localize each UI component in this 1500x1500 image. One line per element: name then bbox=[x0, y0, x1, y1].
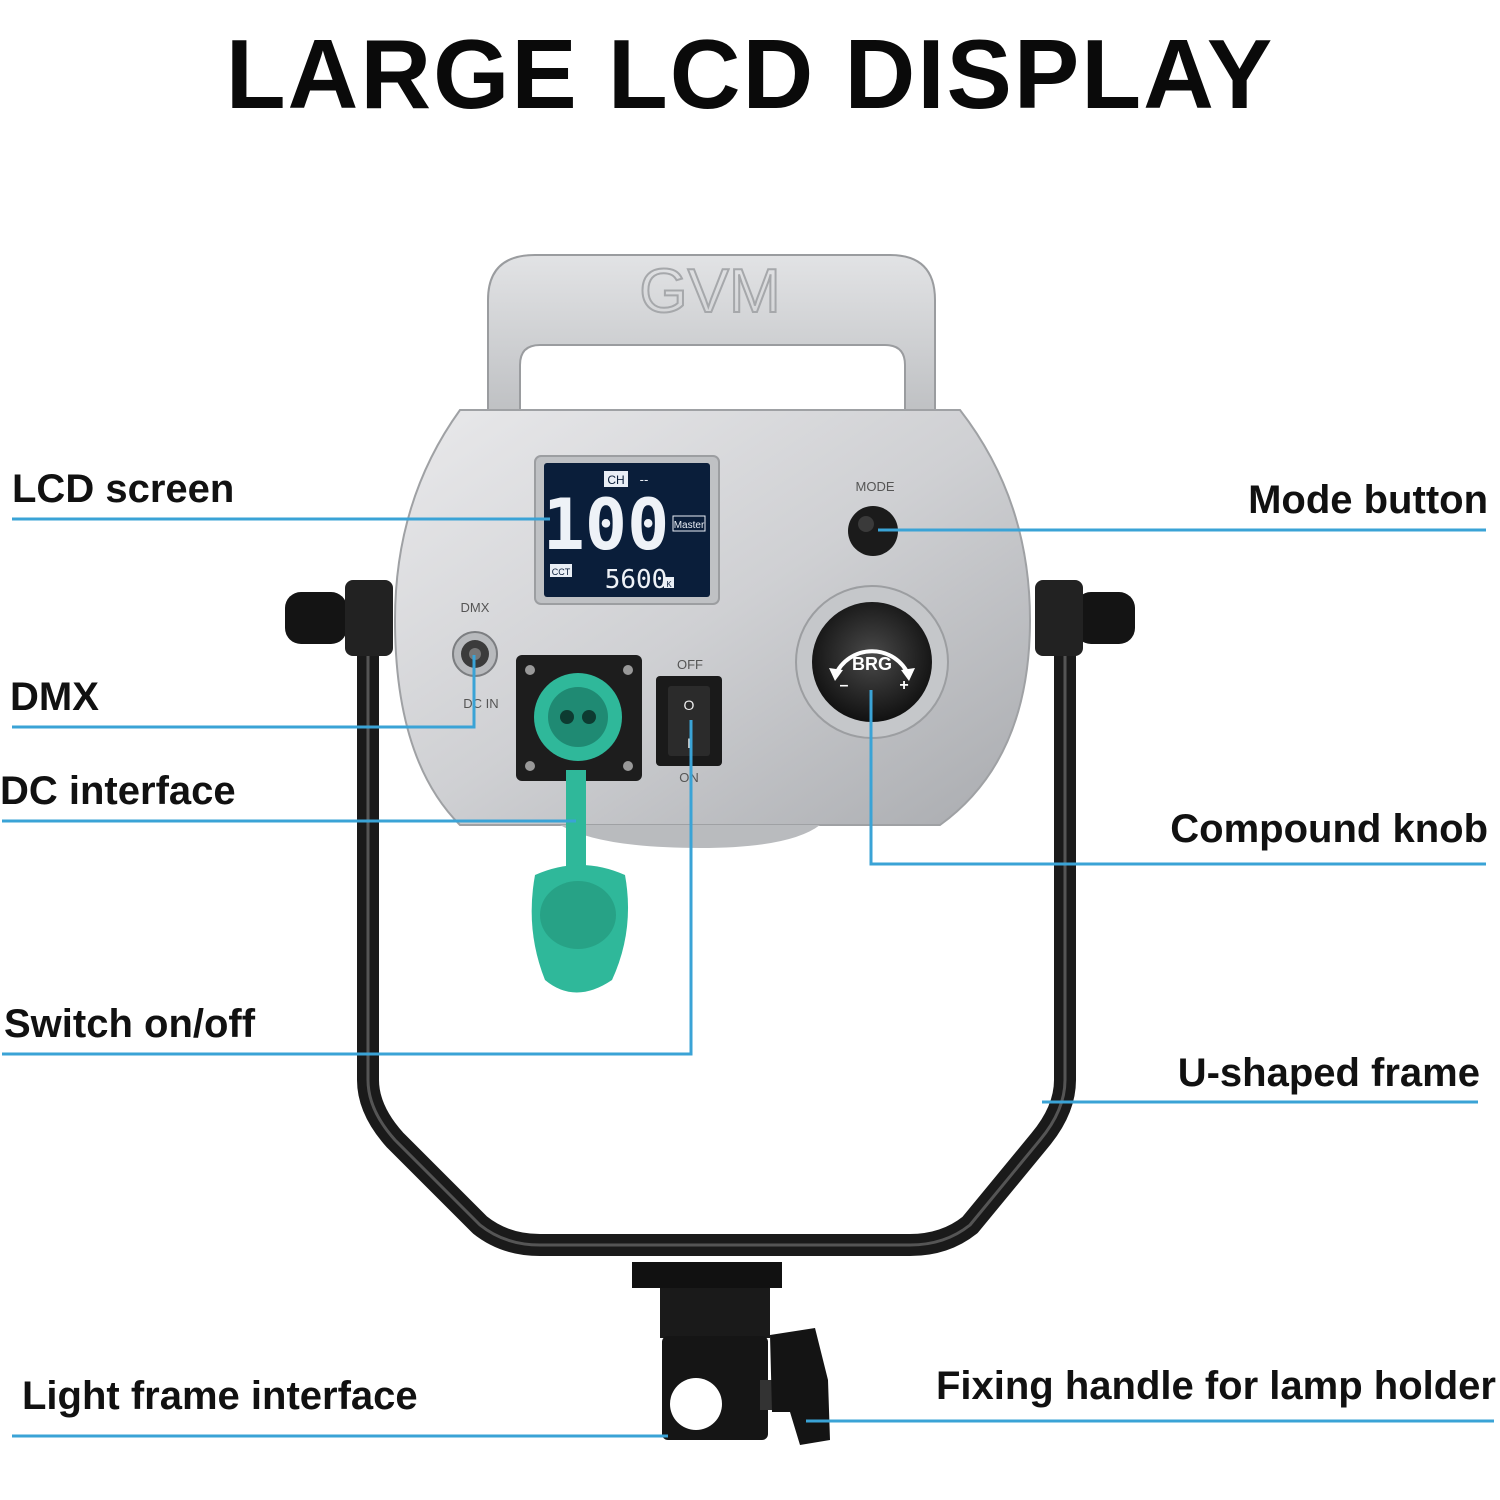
lcd-brightness-value: 100 bbox=[543, 484, 669, 566]
lcd-cct-label: CCT bbox=[552, 567, 571, 577]
callout-switch: Switch on/off bbox=[4, 1002, 256, 1046]
lcd-mode-label: Master bbox=[674, 520, 705, 531]
lcd-channel-value: -- bbox=[640, 472, 649, 487]
u-shaped-frame bbox=[357, 590, 1076, 1256]
mode-button[interactable]: MODE bbox=[848, 479, 898, 556]
leader-compound-knob bbox=[869, 690, 1486, 866]
callout-u-frame: U-shaped frame bbox=[1177, 1051, 1480, 1095]
compound-knob[interactable]: BRG – + bbox=[795, 585, 949, 739]
callout-dc-interface: DC interface bbox=[0, 769, 236, 813]
lcd-cct-value: 5600 bbox=[605, 565, 668, 595]
callout-dmx: DMX bbox=[10, 675, 99, 719]
knob-minus: – bbox=[840, 677, 849, 694]
knob-label: BRG bbox=[852, 654, 892, 674]
left-lock-knob[interactable] bbox=[285, 580, 393, 656]
dmx-port[interactable]: DMX DC IN bbox=[452, 600, 499, 711]
dc-dust-cap[interactable] bbox=[531, 770, 629, 993]
leader-switch bbox=[2, 720, 693, 1056]
light-frame-interface bbox=[632, 1262, 782, 1440]
brand-logo: GVM bbox=[639, 257, 780, 326]
knob-plus: + bbox=[899, 677, 908, 694]
fixing-handle[interactable] bbox=[760, 1328, 830, 1445]
callout-lcd-screen: LCD screen bbox=[12, 467, 235, 511]
lcd-channel-label: CH bbox=[607, 473, 624, 487]
dc-interface[interactable] bbox=[516, 655, 642, 781]
carry-handle: GVM bbox=[487, 254, 936, 461]
switch-i-mark: I bbox=[687, 735, 691, 751]
switch-off-label: OFF bbox=[677, 657, 703, 672]
callout-light-frame-interface: Light frame interface bbox=[22, 1374, 418, 1418]
lcd-cct-unit: K bbox=[666, 580, 672, 589]
lcd-screen: CH -- 100 Master CCT 5600 K bbox=[534, 455, 720, 605]
callout-compound-knob: Compound knob bbox=[1170, 807, 1488, 851]
switch-on-label: ON bbox=[679, 770, 699, 785]
right-lock-knob[interactable] bbox=[1035, 580, 1135, 656]
dcin-port-label: DC IN bbox=[463, 696, 498, 711]
dmx-port-label: DMX bbox=[461, 600, 490, 615]
callout-fixing-handle: Fixing handle for lamp holder bbox=[935, 1364, 1496, 1408]
callout-mode-button: Mode button bbox=[1248, 478, 1488, 522]
switch-o-mark: O bbox=[684, 697, 695, 713]
page-title: LARGE LCD DISPLAY bbox=[225, 19, 1275, 129]
leader-dmx bbox=[12, 655, 476, 729]
power-switch[interactable]: OFF O I ON bbox=[656, 657, 722, 785]
leader-lines bbox=[2, 517, 1494, 1438]
mode-button-label: MODE bbox=[856, 479, 895, 494]
